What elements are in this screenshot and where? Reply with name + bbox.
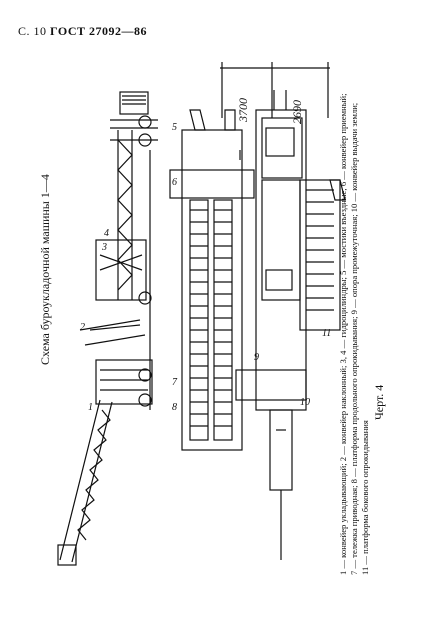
legend-line-3: 11 — платформа бокового опрокидывания <box>360 420 370 575</box>
plan-view <box>169 90 346 560</box>
callout-4: 4 <box>104 228 109 239</box>
legend-line-2: 7 — тележка приводная; 8 — платформа про… <box>349 102 359 575</box>
callout-2: 2 <box>80 322 85 333</box>
callout-8: 8 <box>172 402 177 413</box>
callout-9: 9 <box>254 352 259 363</box>
page-number: С. 10 <box>18 24 47 38</box>
callout-7: 7 <box>172 377 178 388</box>
callout-6: 6 <box>172 177 177 188</box>
side-view <box>57 91 158 566</box>
legend-line-1: 1 — конвейер укладывающий; 2 — конвейер … <box>338 93 348 575</box>
standard-code: ГОСТ 27092—86 <box>50 24 148 38</box>
callout-5: 5 <box>172 122 177 133</box>
figure-legend: 1 — конвейер укладывающий; 2 — конвейер … <box>338 94 371 575</box>
callout-1: 1 <box>88 402 93 413</box>
figure-caption: Черт. 4 <box>372 384 386 420</box>
page-header: С. 10 ГОСТ 27092—86 <box>18 24 147 39</box>
callout-10: 10 <box>300 397 310 408</box>
callout-3: 3 <box>101 242 107 253</box>
callout-11: 11 <box>322 328 331 339</box>
